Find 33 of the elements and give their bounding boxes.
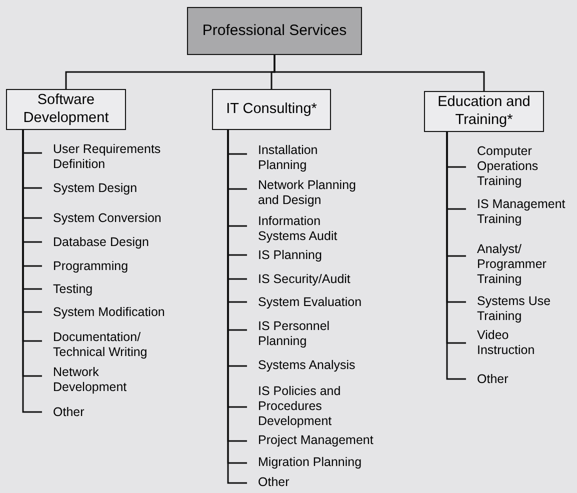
service-item: System Modification bbox=[53, 305, 183, 320]
service-item: Other bbox=[53, 405, 183, 420]
service-item: IS Planning bbox=[258, 248, 388, 263]
service-item: Other bbox=[258, 475, 388, 490]
service-item: IS Policies and Procedures Development bbox=[258, 384, 358, 429]
service-item: Systems Analysis bbox=[258, 358, 388, 373]
service-item: System Evaluation bbox=[258, 295, 388, 310]
service-item: System Conversion bbox=[53, 211, 183, 226]
service-item: Analyst/ Programmer Training bbox=[477, 242, 557, 287]
service-item: Video Instruction bbox=[477, 328, 547, 358]
category-box: Software Development bbox=[6, 89, 126, 130]
service-item: Database Design bbox=[53, 235, 183, 250]
service-item: Other bbox=[477, 372, 577, 387]
service-item: System Design bbox=[53, 181, 183, 196]
service-item: Network Planning and Design bbox=[258, 178, 368, 208]
service-item: Information Systems Audit bbox=[258, 214, 358, 244]
service-item: IS Personnel Planning bbox=[258, 319, 338, 349]
root-box: Professional Services bbox=[187, 7, 362, 55]
service-item: Systems Use Training bbox=[477, 294, 562, 324]
service-item: IS Security/Audit bbox=[258, 272, 388, 287]
service-item: Migration Planning bbox=[258, 455, 388, 470]
service-item: IS Management Training bbox=[477, 197, 577, 227]
category-box: IT Consulting* bbox=[212, 89, 331, 130]
service-item: User Requirements Definition bbox=[53, 142, 168, 172]
category-box: Education and Training* bbox=[424, 91, 544, 132]
service-item: Testing bbox=[53, 282, 183, 297]
service-item: Computer Operations Training bbox=[477, 144, 552, 189]
service-item: Installation Planning bbox=[258, 143, 338, 173]
service-item: Documentation/ Technical Writing bbox=[53, 330, 163, 360]
service-item: Project Management bbox=[258, 433, 388, 448]
service-item: Programming bbox=[53, 259, 183, 274]
service-item: Network Development bbox=[53, 365, 143, 395]
connector-line bbox=[274, 55, 485, 91]
